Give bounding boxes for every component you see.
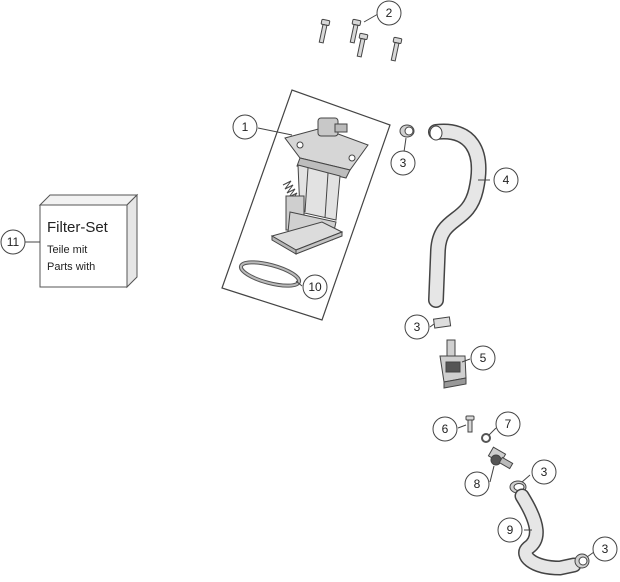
fuel-hose-part [428, 123, 487, 308]
leader-line-10 [295, 280, 303, 287]
callout-4: 4 [493, 167, 519, 193]
filter-set-line-1: Teile mit [47, 244, 87, 256]
pump-assembly-frame [221, 89, 391, 321]
callout-label: 5 [480, 351, 487, 365]
callout-3a: 3 [390, 150, 416, 176]
small-o-ring-part [481, 433, 491, 443]
callout-2: 2 [376, 0, 402, 26]
callout-label: 7 [505, 417, 512, 431]
callout-label: 4 [503, 173, 510, 187]
hose-clamp-top [399, 124, 415, 138]
callout-8: 8 [464, 471, 490, 497]
callout-3b: 3 [404, 314, 430, 340]
callout-10: 10 [302, 274, 328, 300]
callout-7: 7 [495, 411, 521, 437]
fuel-pump-part [270, 117, 369, 255]
callout-1: 1 [232, 114, 258, 140]
callout-label: 3 [602, 542, 609, 556]
quick-connector-part [439, 339, 467, 389]
filter-set-title: Filter-Set [47, 219, 109, 236]
callout-label: 8 [474, 477, 481, 491]
callout-label: 1 [242, 120, 249, 134]
sleeve-part [432, 316, 452, 329]
callout-11: 11 [0, 229, 26, 255]
screws-part [318, 18, 403, 62]
callout-label: 3 [541, 465, 548, 479]
callout-label: 9 [507, 523, 514, 537]
small-screw-part [465, 415, 475, 433]
callout-label: 3 [414, 320, 421, 334]
filter-set-line-2: Parts with [47, 261, 95, 273]
callout-9: 9 [497, 517, 523, 543]
leader-line-2 [363, 13, 379, 23]
callout-3c: 3 [531, 459, 557, 485]
callout-label: 3 [400, 156, 407, 170]
callout-5: 5 [470, 345, 496, 371]
callout-6: 6 [432, 416, 458, 442]
callout-label: 11 [7, 235, 20, 249]
filter-set-box: Filter-Set Teile mit Parts with [38, 193, 139, 289]
leader-line-1 [257, 127, 293, 136]
hose-clamp-bottom [574, 553, 590, 569]
callout-3d: 3 [592, 536, 618, 562]
callout-label: 10 [308, 280, 322, 294]
callout-label: 2 [386, 6, 393, 20]
lower-hose-part [514, 488, 582, 576]
callout-label: 6 [442, 422, 449, 436]
fitting-part [487, 446, 514, 470]
